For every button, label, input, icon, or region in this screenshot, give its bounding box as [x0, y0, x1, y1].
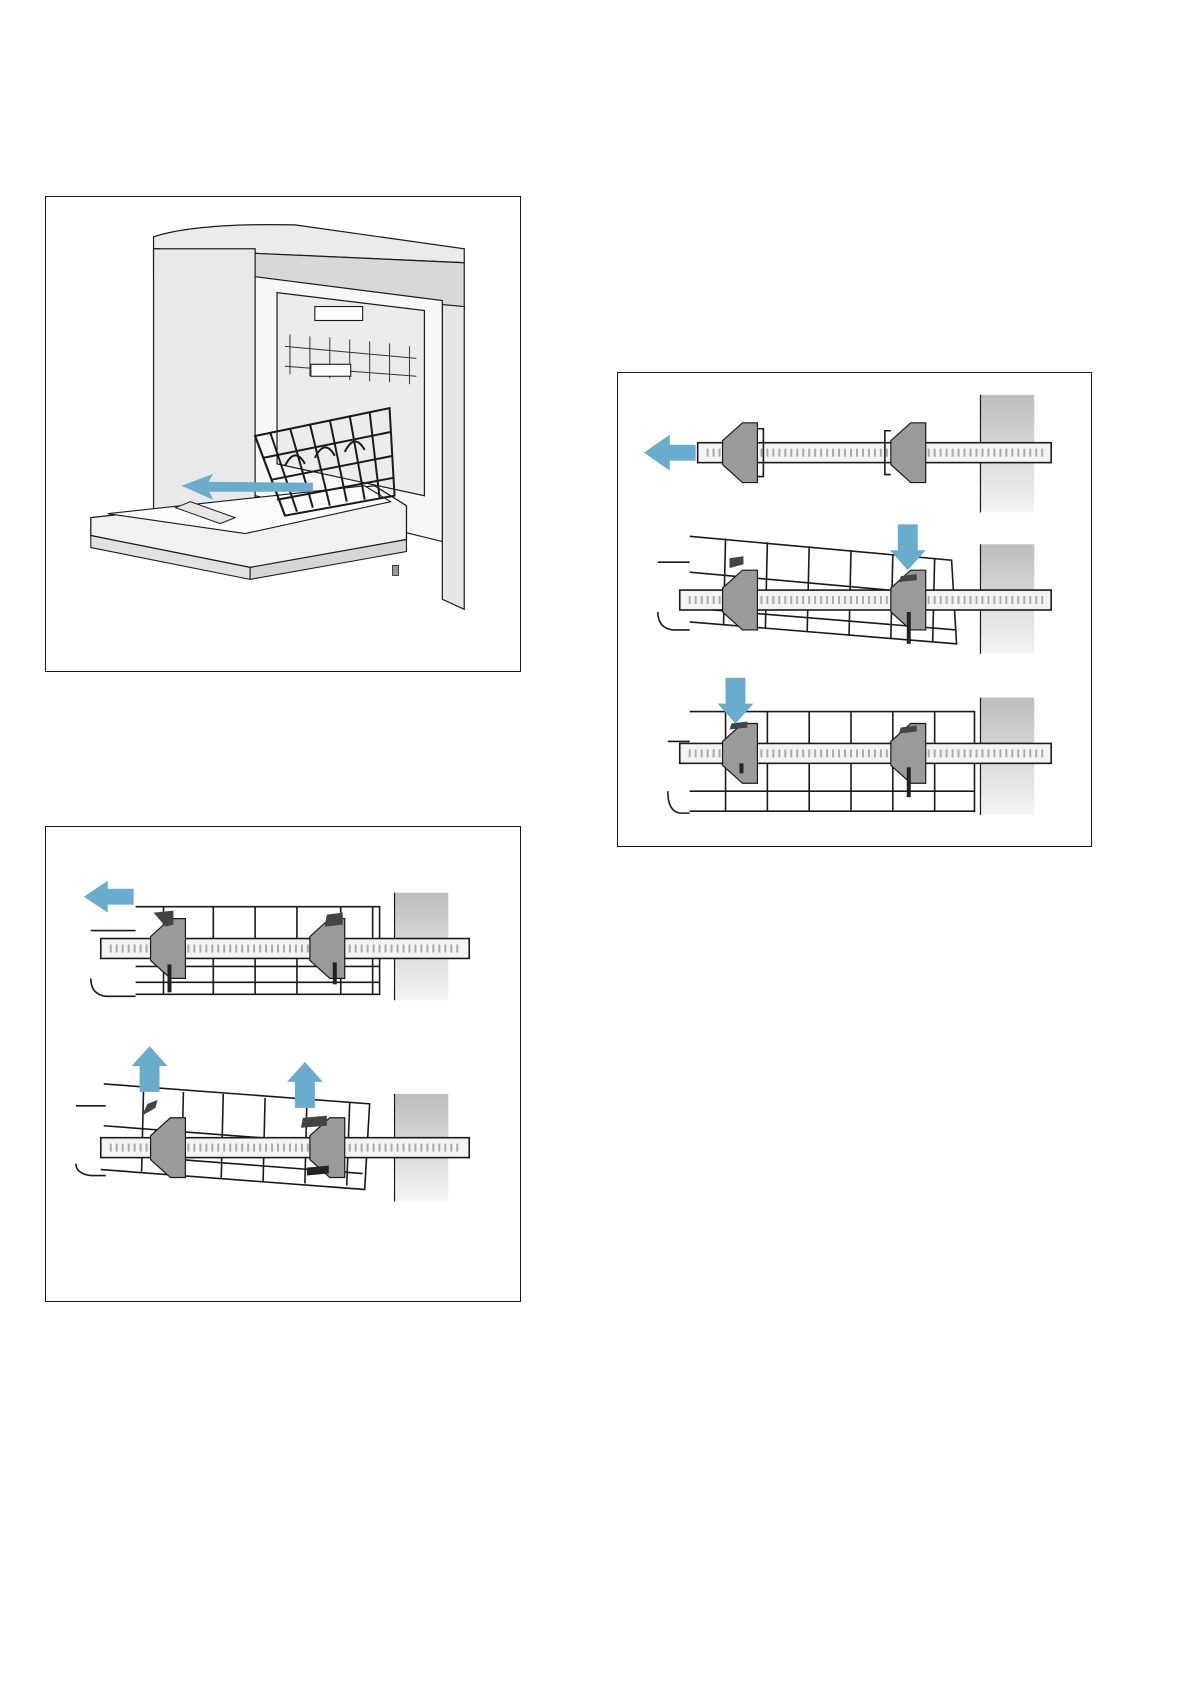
rail-pull-arrow: [644, 435, 696, 471]
figure-basket-insertion: [617, 372, 1092, 847]
dishwasher-lower-basket-pull-out-illustration: [46, 197, 520, 671]
basket-rail-removal-illustration: [46, 827, 520, 1301]
lift-up-arrow: [132, 1046, 168, 1092]
lift-up-arrow: [287, 1062, 323, 1108]
press-down-arrow: [890, 524, 926, 570]
figure-dishwasher-pull-out: [45, 196, 521, 672]
basket-rail-insertion-illustration: [618, 373, 1091, 846]
figure-basket-removal: [45, 826, 521, 1302]
slide-left-arrow: [84, 881, 134, 913]
press-down-arrow: [718, 678, 754, 724]
